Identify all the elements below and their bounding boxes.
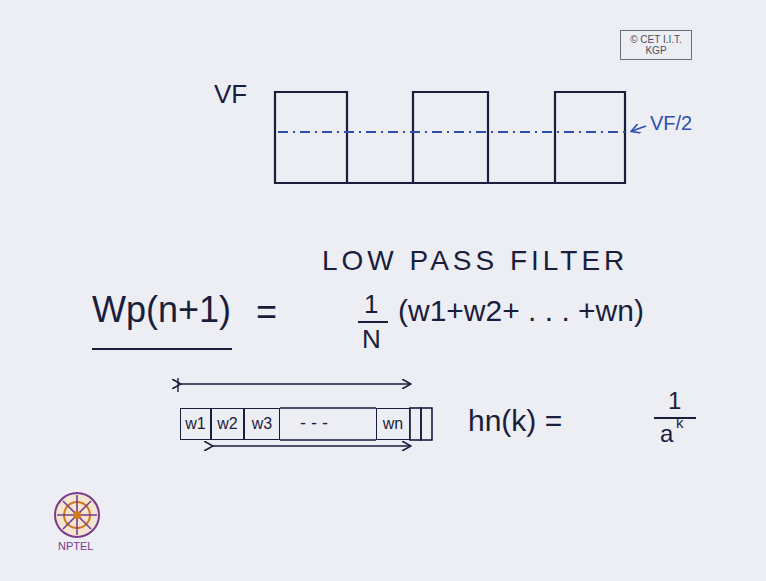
stamp-text: © CET I.I.T. KGP bbox=[624, 34, 688, 56]
cell-text: w2 bbox=[217, 415, 237, 433]
equation-term: Wp(n+1) bbox=[92, 290, 231, 330]
numerator: 1 bbox=[668, 388, 681, 414]
mean-line bbox=[278, 131, 630, 133]
signal-name: VF bbox=[214, 80, 247, 109]
equals-sign: = bbox=[256, 292, 277, 332]
span-tick bbox=[177, 378, 178, 392]
cell-text: w3 bbox=[252, 415, 272, 433]
denominator: a bbox=[660, 421, 673, 447]
empty-cell bbox=[421, 408, 432, 440]
cell-text: wn bbox=[383, 415, 403, 433]
span-arrow bbox=[212, 445, 410, 447]
strip-edge bbox=[280, 407, 376, 409]
logo-text: NPTEL bbox=[58, 540, 93, 552]
equation-term: (w1+w2+ . . . +wn) bbox=[398, 294, 644, 327]
fraction-bar bbox=[358, 321, 388, 323]
level-label: VF/2 bbox=[650, 112, 692, 134]
pointer-arrow bbox=[632, 126, 646, 131]
exponent: k bbox=[676, 415, 684, 432]
sample-cell: w3 bbox=[244, 408, 280, 440]
sample-cell: wn bbox=[376, 408, 410, 440]
cell-text: w1 bbox=[185, 415, 205, 433]
nptel-logo bbox=[55, 493, 99, 537]
span-arrow bbox=[180, 383, 410, 385]
copyright-stamp: © CET I.I.T. KGP bbox=[620, 30, 692, 60]
strip-edge bbox=[280, 439, 376, 441]
fraction-bar bbox=[654, 417, 696, 419]
empty-cell bbox=[410, 408, 421, 440]
numerator: 1 bbox=[364, 290, 378, 319]
ellipsis: - - - bbox=[300, 414, 328, 434]
equation-term: hn(k) = bbox=[468, 404, 562, 437]
sample-cell: w2 bbox=[211, 408, 244, 440]
square-wave bbox=[275, 92, 625, 183]
sample-cell: w1 bbox=[180, 408, 211, 440]
heading-note: LOW PASS FILTER bbox=[322, 246, 628, 277]
denominator: N bbox=[362, 325, 381, 354]
underline bbox=[92, 348, 232, 350]
